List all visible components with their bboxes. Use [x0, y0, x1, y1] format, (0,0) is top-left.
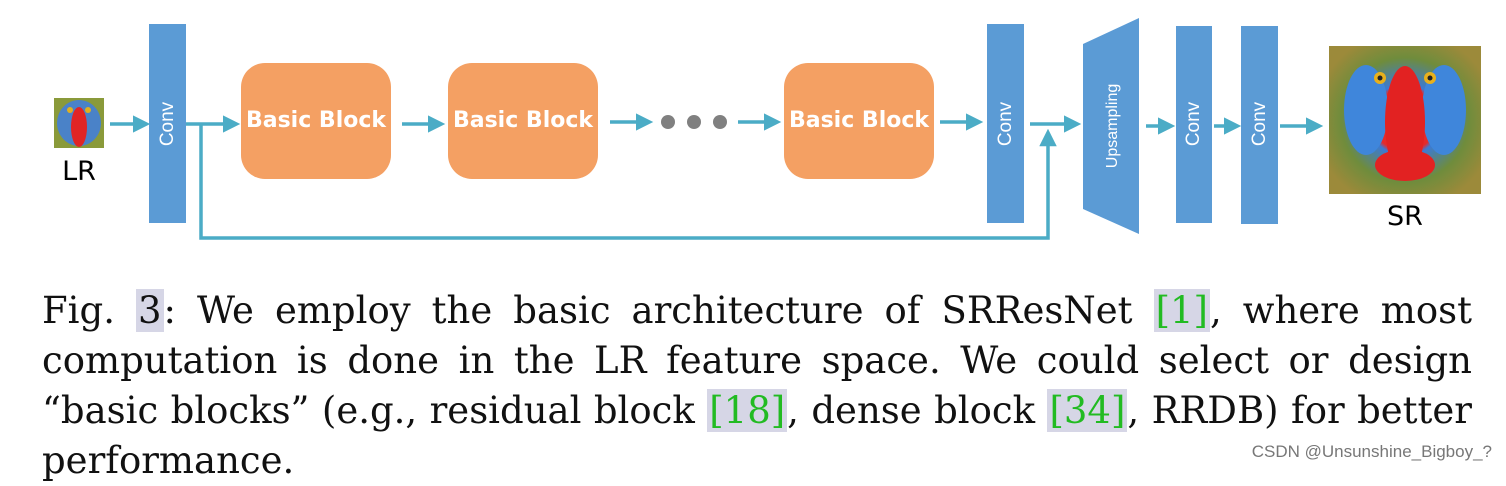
upsampling-label: Upsampling: [1104, 84, 1121, 168]
lr-input-image: [54, 98, 104, 148]
fig-prefix: Fig.: [42, 289, 115, 332]
conv-block-3: [1176, 26, 1212, 223]
citation-1-link[interactable]: [1]: [1153, 289, 1210, 332]
sr-output-image: [1329, 46, 1481, 194]
caption-text-c: , dense block: [787, 389, 1048, 432]
basic-block-1: [241, 63, 391, 179]
figure-caption: Fig. 3: We employ the basic architecture…: [42, 286, 1472, 486]
upsampling-block: [1083, 18, 1139, 234]
conv-label-4: Conv: [1249, 101, 1270, 146]
conv-label-2: Conv: [995, 101, 1016, 146]
ellipsis-dots: [661, 115, 727, 129]
basic-block-label-1: Basic Block: [246, 108, 387, 133]
architecture-diagram: LR Conv Basic Block Basic Block Basic Bl…: [54, 18, 1481, 240]
conv-label-3: Conv: [1183, 101, 1204, 146]
conv-block-4: [1241, 26, 1278, 224]
conv-block-2: [987, 24, 1024, 223]
flow-arrows: [110, 113, 1324, 135]
caption-text-b: , where most computation is done in the …: [42, 289, 1472, 432]
lr-label: LR: [62, 156, 96, 187]
caption-text-a: : We employ the basic architecture of SR…: [163, 289, 1154, 332]
watermark: CSDN @Unsunshine_Bigboy_?: [1251, 442, 1492, 461]
basic-block-label-2: Basic Block: [453, 108, 594, 133]
basic-block-3: [784, 63, 934, 179]
basic-block-2: [448, 63, 598, 179]
citation-34-link[interactable]: [34]: [1047, 389, 1128, 432]
citation-18-link[interactable]: [18]: [707, 389, 788, 432]
conv-block-1: [149, 24, 186, 223]
skip-connection-arrow: [199, 124, 1057, 240]
conv-label-1: Conv: [157, 101, 178, 146]
fig-number-link[interactable]: 3: [135, 289, 164, 332]
sr-label: SR: [1387, 201, 1423, 232]
basic-block-label-3: Basic Block: [789, 108, 930, 133]
